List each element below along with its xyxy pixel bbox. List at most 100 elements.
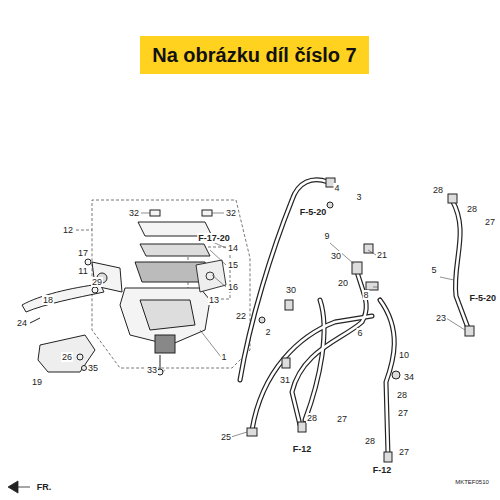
fittings-part — [285, 300, 293, 310]
callout-number: 33 — [146, 365, 158, 375]
brake-hoses-part — [240, 180, 328, 380]
callout-number: 8 — [362, 290, 369, 300]
leader-lines-part — [373, 287, 378, 288]
fittings-part — [259, 317, 265, 323]
callout-number: 2 — [264, 327, 271, 337]
callout-number: 29 — [91, 277, 103, 287]
callout-number: 17 — [77, 248, 89, 258]
callout-number: 28 — [396, 390, 408, 400]
callout-number: 20 — [337, 278, 349, 288]
callout-number: 21 — [376, 250, 388, 260]
brake-hoses-part — [252, 316, 372, 430]
callout-number: 12 — [62, 225, 74, 235]
fittings-part — [247, 428, 257, 436]
figure-ref: FR. — [36, 482, 53, 492]
leader-lines-part — [231, 432, 247, 437]
fittings-part — [298, 422, 306, 432]
callout-number: 28 — [306, 413, 318, 423]
fittings-part — [392, 371, 400, 379]
fittings-part — [282, 358, 290, 368]
brake-hoses-part — [305, 300, 324, 420]
brake-lever-part — [22, 284, 104, 312]
leader-lines — [141, 213, 465, 437]
callout-number: 4 — [333, 183, 340, 193]
leader-lines-part — [162, 370, 165, 372]
callout-number: 30 — [330, 251, 342, 261]
callout-number: 18 — [42, 295, 54, 305]
brake-hoses-part — [292, 268, 366, 425]
callout-number: 9 — [323, 231, 330, 241]
figure-ref: F-5-20 — [468, 293, 497, 303]
fittings-part — [366, 282, 378, 290]
brake-hoses-part — [380, 300, 394, 455]
figure-ref: F-17-20 — [197, 233, 231, 243]
callout-number: 10 — [398, 350, 410, 360]
brake-lever-part — [92, 287, 98, 293]
master-cylinder-part — [150, 210, 160, 216]
fittings-part — [384, 452, 392, 462]
callout-number: 30 — [285, 285, 297, 295]
callout-number: 24 — [16, 318, 28, 328]
callout-number: 28 — [432, 185, 444, 195]
mount-bracket-part — [82, 366, 87, 371]
callout-number: 27 — [398, 447, 410, 457]
brake-hoses-part — [240, 180, 328, 380]
master-cylinder-part — [140, 300, 195, 330]
figure-ref: F-12 — [292, 444, 313, 454]
banner-text: Na obrázku díl číslo 7 — [152, 44, 357, 67]
ref-arrows — [8, 481, 30, 493]
brake-hoses-part — [240, 180, 468, 455]
brake-hoses-part — [452, 200, 468, 328]
brake-hoses-part — [240, 180, 468, 455]
brake-lever — [22, 284, 104, 323]
callout-number: 32 — [225, 208, 237, 218]
callout-number: 32 — [128, 208, 140, 218]
leader-lines-part — [212, 213, 224, 214]
master-cylinder-part — [85, 259, 91, 265]
callout-number: 27 — [484, 217, 496, 227]
brake-hoses-part — [452, 200, 468, 328]
master-cylinder-part — [140, 244, 210, 256]
assembly-bracket-part — [76, 200, 250, 368]
brake-hoses-part — [380, 300, 394, 455]
leader-lines-part — [440, 277, 454, 280]
switch-detail-part — [196, 260, 226, 292]
brake-hoses-part — [252, 316, 372, 430]
callout-number: 27 — [336, 414, 348, 424]
callout-number: 28 — [364, 436, 376, 446]
fittings-part — [327, 202, 333, 208]
fittings-part — [448, 194, 457, 203]
callout-number: 15 — [227, 260, 239, 270]
fittings — [247, 178, 474, 462]
drawing-code: MKTEF0510 — [454, 479, 490, 486]
figure-ref: F-12 — [372, 465, 393, 475]
leader-lines-part — [446, 318, 465, 330]
master-cylinder-part — [155, 335, 175, 353]
callout-number: 25 — [220, 432, 232, 442]
callout-number: 5 — [430, 265, 437, 275]
master-cylinder-part — [202, 210, 212, 216]
leader-lines-part — [141, 213, 150, 214]
callout-number: 19 — [31, 377, 43, 387]
brake-lever-part — [30, 318, 40, 323]
ref-arrows-part — [18, 487, 30, 488]
switch-detail — [196, 260, 226, 292]
callout-number: 28 — [466, 204, 478, 214]
leader-lines-part — [210, 250, 226, 265]
callout-number: 34 — [403, 372, 415, 382]
title-banner: Na obrázku díl číslo 7 — [140, 36, 369, 74]
brake-hoses — [240, 180, 468, 455]
leader-lines-part — [368, 250, 376, 255]
callout-number: 11 — [77, 266, 88, 276]
ref-arrows-part — [8, 481, 18, 493]
leader-lines-part — [212, 275, 226, 287]
callout-number: 6 — [356, 328, 363, 338]
fittings-part — [364, 244, 373, 253]
callout-number: 23 — [435, 313, 447, 323]
callout-number: 26 — [61, 352, 73, 362]
callout-number: 27 — [397, 408, 409, 418]
callout-number: 35 — [87, 363, 99, 373]
